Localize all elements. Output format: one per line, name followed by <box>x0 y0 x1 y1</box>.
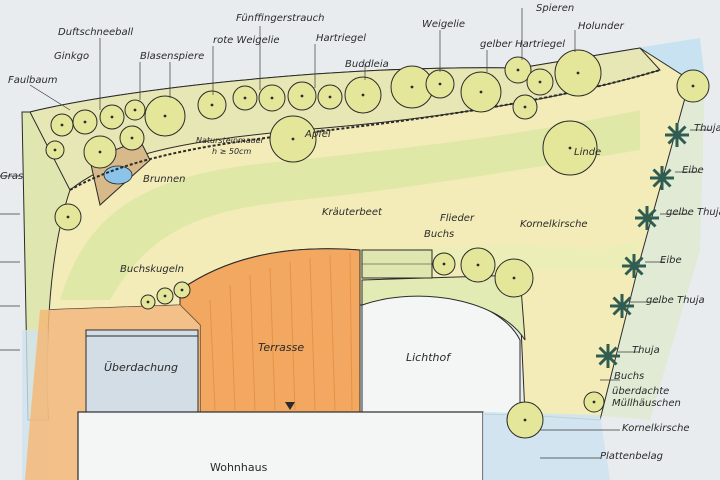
thuja-group <box>596 123 689 368</box>
label-herb-bed: Kräuterbeet <box>322 207 382 218</box>
label-weigela: Weigelie <box>422 19 466 30</box>
label-red-weigela: rote Weigelie <box>213 35 280 46</box>
label-fragrant-snowball: Duftschneeball <box>58 27 134 38</box>
label-elder: Holunder <box>578 21 624 32</box>
label-cinquefoil: Fünffingerstrauch <box>236 13 325 24</box>
label-apple: Apfel <box>305 129 331 140</box>
label-bladder-spiraea: Blasenspiere <box>140 51 205 62</box>
tree-center <box>210 103 214 107</box>
label-spiraea: Spieren <box>536 3 575 14</box>
label-yellow-dogwood: gelber Hartriegel <box>480 39 566 50</box>
label-box-right: Buchs <box>614 371 645 382</box>
tree-center <box>523 418 527 422</box>
lawn-wash-2 <box>360 240 640 270</box>
thuja-symbol <box>596 344 620 368</box>
label-house: Wohnhaus <box>210 461 268 474</box>
label-lilac: Flieder <box>440 213 475 224</box>
tree-center <box>512 276 516 280</box>
label-canopy: Überdachung <box>104 361 178 374</box>
label-covered-bins: überdachte Müllhäuschen <box>612 386 681 409</box>
label-yellow-thuja-1: gelbe Thuja <box>666 207 720 218</box>
terrace-hatching <box>209 252 353 411</box>
tree-center <box>291 137 295 141</box>
label-dogwood-right: Kornelkirsche <box>622 423 690 434</box>
label-box: Buchs <box>424 229 455 240</box>
tree-center <box>270 96 274 100</box>
label-natural-stone-wall: Natursteinmauer <box>196 136 264 145</box>
tree-center <box>300 94 304 98</box>
tree-center <box>479 90 483 94</box>
tree-center <box>442 262 446 266</box>
tree-center <box>98 150 102 154</box>
paving-area <box>483 412 610 480</box>
label-thuja-2: Thuja <box>632 345 660 356</box>
thuja-symbol <box>622 254 646 278</box>
lawn-green-wash <box>60 110 640 300</box>
label-thuja-1: Thuja <box>694 123 720 134</box>
tree-center <box>163 114 167 118</box>
house-rect <box>77 411 484 480</box>
label-yew-2: Eibe <box>660 255 682 266</box>
tree-center <box>130 136 134 140</box>
tree-center <box>592 400 596 404</box>
tree-center <box>410 85 414 89</box>
thuja-symbol <box>650 166 674 190</box>
tree-center <box>328 95 332 99</box>
tree-center <box>523 105 527 109</box>
label-wall-height: h ≥ 50cm <box>212 147 252 156</box>
tree-center <box>110 115 114 119</box>
tree-center <box>576 71 580 75</box>
natural-stone-wall <box>69 69 661 191</box>
label-buddleia: Buddleia <box>345 59 389 70</box>
tree-center <box>516 68 520 72</box>
tree-center <box>133 108 137 112</box>
tree-center <box>83 120 87 124</box>
tree-center <box>53 148 57 152</box>
thuja-symbol <box>610 294 634 318</box>
label-hard-privet: Hartriegel <box>316 33 366 44</box>
label-yew-1: Eibe <box>682 165 704 176</box>
tree-center <box>146 300 150 304</box>
tree-center <box>568 146 572 150</box>
label-leader-lines <box>0 8 710 459</box>
tree-center <box>538 80 542 84</box>
back-border-bed <box>29 47 661 191</box>
label-dogwood: Kornelkirsche <box>520 219 588 230</box>
thuja-symbol <box>635 206 659 230</box>
tree-center <box>243 96 247 100</box>
tree-center <box>66 215 70 219</box>
label-ginkgo: Ginkgo <box>54 51 90 62</box>
label-courtyard: Lichthof <box>406 351 451 364</box>
label-buckthorn: Faulbaum <box>8 75 58 86</box>
tree-center <box>180 288 184 292</box>
trees-group <box>45 49 710 439</box>
tree-center <box>438 82 442 86</box>
tree-center <box>60 123 64 127</box>
label-fountain: Brunnen <box>143 174 186 185</box>
tree-center <box>361 93 365 97</box>
entrance-marker <box>285 402 295 410</box>
tree-center <box>691 84 695 88</box>
thuja-symbol <box>665 123 689 147</box>
label-linden: Linde <box>574 147 602 158</box>
tree-center <box>163 294 167 298</box>
courtyard-planting <box>361 274 526 341</box>
label-terrace: Terrasse <box>258 341 305 354</box>
label-grass: Gras <box>0 171 24 182</box>
tree-center <box>476 263 480 267</box>
label-boxwood-balls: Buchskugeln <box>120 264 184 275</box>
label-yellow-thuja-2: gelbe Thuja <box>646 295 705 306</box>
label-paving: Plattenbelag <box>600 451 664 462</box>
